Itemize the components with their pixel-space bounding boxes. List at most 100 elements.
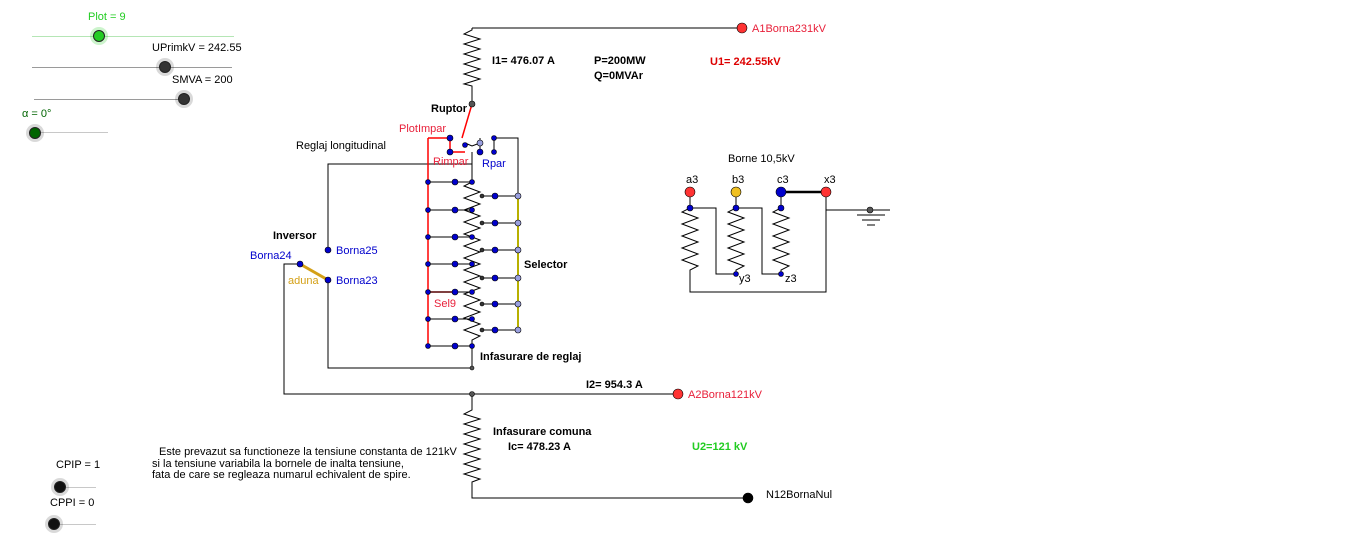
even-tap-point[interactable]	[491, 192, 499, 200]
secondary-a3-coil	[680, 192, 827, 293]
a3-coil-point	[686, 204, 694, 212]
ground-point	[866, 206, 874, 214]
contact-point	[476, 139, 484, 147]
a1-borna-label: A1Borna231kV	[752, 23, 827, 35]
reglaj-loop	[327, 163, 472, 250]
n12-borna-terminal[interactable]	[742, 492, 754, 504]
y3-label: y3	[739, 273, 751, 285]
x3-terminal[interactable]	[820, 186, 832, 198]
winding-tap-point	[479, 327, 485, 333]
even-plot-point[interactable]	[514, 274, 522, 282]
alpha-slider-knob[interactable]	[29, 127, 41, 139]
u2-label: U2=121 kV	[692, 441, 748, 453]
odd-plot-point[interactable]	[425, 234, 431, 240]
b3-terminal[interactable]	[730, 186, 742, 198]
a2-borna-terminal[interactable]	[672, 388, 684, 400]
cppi-slider-knob[interactable]	[48, 518, 60, 530]
a3-terminal[interactable]	[684, 186, 696, 198]
junction-point	[469, 391, 475, 397]
cpip-slider-track[interactable]	[58, 487, 96, 488]
odd-tap-point[interactable]	[451, 233, 459, 241]
odd-plot-point[interactable]	[425, 261, 431, 267]
even-tap-point[interactable]	[491, 274, 499, 282]
plot-impar-label: PlotImpar	[399, 123, 446, 135]
even-tap-point[interactable]	[491, 246, 499, 254]
odd-tap-point[interactable]	[451, 178, 459, 186]
note-line-2: si la tensiune variabila la bornele de i…	[152, 457, 404, 470]
smva-slider-label: SMVA = 200	[172, 74, 233, 86]
even-tap-point[interactable]	[491, 219, 499, 227]
i2-label: I2= 954.3 A	[586, 379, 643, 391]
uprim-slider-label: UPrimkV = 242.55	[152, 42, 242, 54]
cppi-slider-track[interactable]	[52, 524, 96, 525]
cpip-slider-knob[interactable]	[54, 481, 66, 493]
odd-plot-point[interactable]	[425, 179, 431, 185]
winding-tap-point	[479, 247, 485, 253]
a2-borna-label: A2Borna121kV	[688, 389, 763, 401]
even-plot-point[interactable]	[514, 192, 522, 200]
cppi-slider-label: CPPI = 0	[50, 497, 95, 509]
ruptor-arm	[461, 103, 473, 139]
even-plot-point[interactable]	[514, 326, 522, 334]
even-plot-point[interactable]	[514, 246, 522, 254]
borna23-label: Borna23	[336, 275, 378, 287]
odd-tap-point[interactable]	[451, 342, 459, 350]
z3-label: z3	[785, 273, 797, 285]
ic-label: Ic= 478.23 A	[508, 441, 571, 453]
aduna-label: aduna	[288, 275, 319, 287]
plot-slider-knob[interactable]	[93, 30, 105, 42]
uprim-slider-knob[interactable]	[159, 61, 171, 73]
rimpar-point[interactable]	[446, 148, 454, 156]
ruptor-label: Ruptor	[431, 103, 468, 115]
secondary-c3-coil	[736, 192, 791, 275]
plot-slider-track[interactable]	[32, 36, 234, 37]
u1-label: U1= 242.55kV	[710, 56, 781, 68]
winding-tap-point	[479, 220, 485, 226]
odd-tap-point[interactable]	[451, 260, 459, 268]
borna25-point[interactable]	[324, 246, 332, 254]
borna24-point[interactable]	[296, 260, 304, 268]
winding-tap-point	[469, 179, 475, 185]
a1-borna-terminal[interactable]	[736, 22, 748, 34]
smva-slider-track[interactable]	[34, 99, 186, 100]
odd-plot-point[interactable]	[425, 289, 431, 295]
sel9-label: Sel9	[434, 298, 456, 310]
a3-label: a3	[686, 174, 698, 186]
odd-tap-point[interactable]	[451, 288, 459, 296]
n12-label: N12BornaNul	[766, 489, 832, 501]
odd-tap-point[interactable]	[451, 206, 459, 214]
even-plot-point[interactable]	[514, 300, 522, 308]
winding-tap-point	[479, 193, 485, 199]
inversor-label: Inversor	[273, 230, 317, 242]
uprim-slider-track[interactable]	[32, 67, 232, 68]
note-line-1: Este prevazut sa functioneze la tensiune…	[159, 446, 457, 458]
smva-slider-knob[interactable]	[178, 93, 190, 105]
alpha-slider-track[interactable]	[32, 132, 108, 133]
z3-point	[778, 271, 784, 277]
even-tap-point[interactable]	[491, 326, 499, 334]
odd-plot-point[interactable]	[425, 316, 431, 322]
reglaj-winding-coil	[462, 181, 482, 368]
borna23-point[interactable]	[324, 276, 332, 284]
aduna-connector	[299, 262, 329, 282]
winding-tap-point	[469, 316, 475, 322]
odd-plot-point[interactable]	[425, 343, 431, 349]
contact-point	[462, 142, 468, 148]
odd-tap-point[interactable]	[451, 315, 459, 323]
q-label: Q=0MVAr	[594, 70, 644, 82]
plot-impar-point[interactable]	[446, 134, 454, 142]
winding-tap-point	[469, 207, 475, 213]
rpar-point[interactable]	[476, 148, 484, 156]
contact-point	[491, 149, 497, 155]
winding-tap-point	[469, 261, 475, 267]
even-tap-point[interactable]	[491, 300, 499, 308]
b3-label: b3	[732, 174, 744, 186]
description-note: Este prevazut sa functioneze la tensiune…	[152, 446, 457, 482]
borne-label: Borne 10,5kV	[728, 153, 795, 165]
c3-label: c3	[777, 174, 789, 186]
odd-plot-point[interactable]	[425, 207, 431, 213]
c3-terminal[interactable]	[775, 186, 787, 198]
x3-label: x3	[824, 174, 836, 186]
even-plot-point[interactable]	[514, 219, 522, 227]
